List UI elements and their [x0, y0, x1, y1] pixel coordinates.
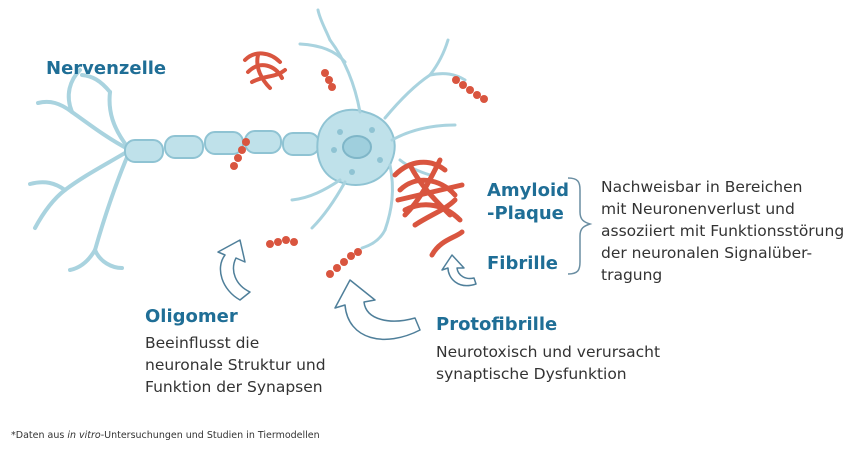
arrow-oligomer — [217, 239, 251, 301]
amyloid-plaque — [392, 157, 465, 228]
oligomer-cluster-top — [243, 51, 287, 90]
label-amyloid-line1: Amyloid — [487, 180, 570, 201]
footnote: *Daten aus in vitro-Untersuchungen und S… — [11, 430, 320, 441]
label-oligomer: Oligomer — [145, 306, 238, 327]
neuron-axon — [124, 130, 320, 163]
desc-oligomer: Beeinflusst die neuronale Struktur und F… — [145, 334, 326, 396]
footnote-suffix: -Untersuchungen und Studien in Tiermodel… — [100, 430, 320, 441]
process-arrows — [217, 239, 477, 341]
arrow-protofibril — [334, 279, 421, 341]
label-amyloid-line2: -Plaque — [487, 203, 564, 224]
desc-plaque-fibril: Nachweisbar in Bereichen mit Neuronenver… — [601, 178, 845, 284]
label-protofibril: Protofibrille — [436, 314, 558, 335]
footnote-prefix: *Daten aus — [11, 430, 68, 441]
oligomer-beads — [230, 69, 488, 278]
desc-protofibril: Neurotoxisch und verursacht synaptische … — [436, 343, 661, 383]
bracket — [567, 177, 593, 275]
fibril-strand — [429, 229, 465, 258]
neuron-dendrites-right — [290, 8, 467, 250]
arrow-fibril — [441, 254, 477, 287]
footnote-italic: in vitro — [67, 430, 101, 441]
neuron-soma — [316, 108, 396, 186]
label-fibril: Fibrille — [487, 253, 558, 274]
neuron-dendrites-left — [28, 68, 132, 272]
label-neuron: Nervenzelle — [46, 58, 167, 79]
